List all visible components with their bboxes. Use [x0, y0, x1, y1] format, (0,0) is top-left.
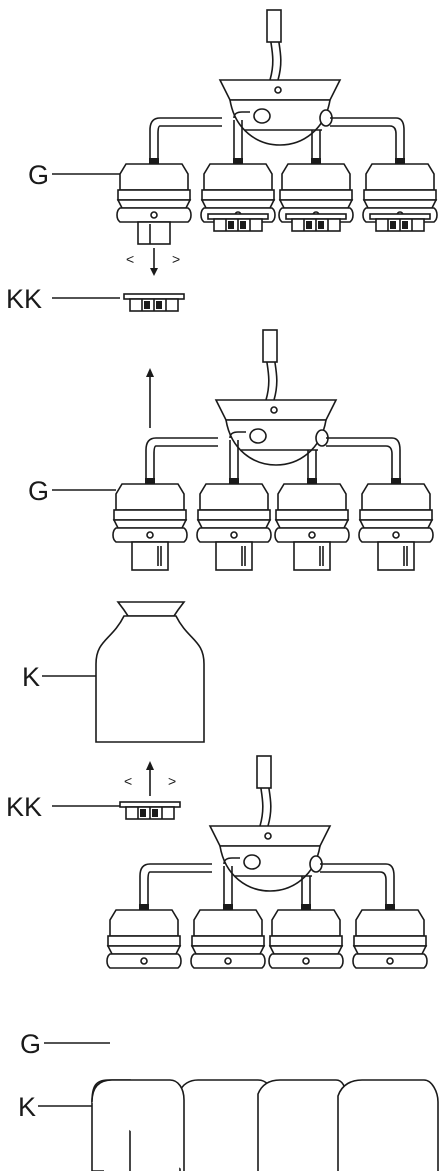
label-kk-step2: KK	[6, 792, 42, 822]
svg-text:>: >	[168, 773, 176, 789]
label-g-step2: G	[28, 476, 49, 506]
kk-collar-part	[123, 293, 185, 312]
label-k-step2: K	[22, 662, 40, 692]
label-k-step3: K	[18, 1092, 36, 1122]
mounted-shades	[91, 1079, 439, 1171]
label-kk-step1: KK	[6, 284, 42, 314]
step2-assembly	[112, 329, 434, 571]
glass-shade-k	[95, 601, 205, 743]
kk-collar-part	[119, 801, 181, 820]
svg-text:<: <	[124, 773, 132, 789]
label-g-step3: G	[20, 1029, 41, 1059]
svg-text:>: >	[172, 251, 180, 267]
step1-assembly: < >	[52, 9, 438, 312]
label-g-step1: G	[28, 160, 49, 190]
step3-assembly	[106, 755, 428, 969]
svg-text:<: <	[126, 251, 134, 267]
